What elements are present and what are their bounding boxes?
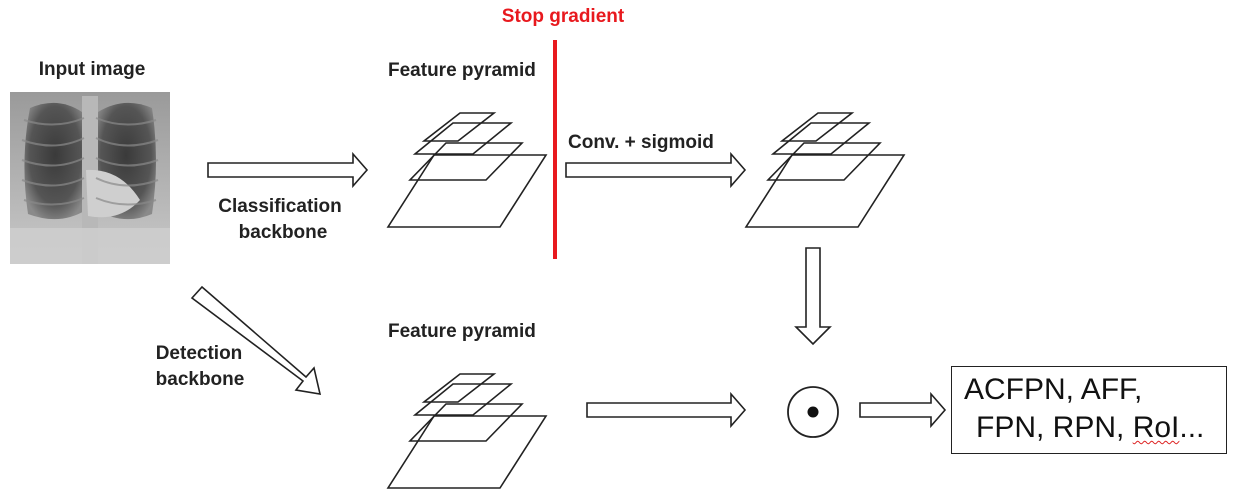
arrow-down-to-product <box>794 247 832 346</box>
arrow-detection-backbone <box>190 285 322 395</box>
feature-pyramid-bottom <box>386 373 548 489</box>
input-xray-image <box>10 92 170 264</box>
arrow-pyramid-to-product <box>586 391 747 429</box>
output-line-2c: ... <box>1179 411 1205 444</box>
output-modules-box: ACFPN, AFF, FPN, RPN, RoI... <box>951 366 1227 454</box>
input-image-label: Input image <box>38 59 146 80</box>
feature-pyramid-bottom-label: Feature pyramid <box>388 321 536 342</box>
arrow-classification-backbone <box>207 151 369 189</box>
arrow-product-to-output <box>859 391 947 429</box>
output-line-1: ACFPN, AFF, <box>964 373 1143 406</box>
classification-label: Classification <box>218 196 342 217</box>
conv-sigmoid-label: Conv. + sigmoid <box>568 132 714 153</box>
feature-pyramid-top-right <box>744 112 906 228</box>
stop-gradient-label: Stop gradient <box>501 6 625 27</box>
elementwise-product-icon <box>787 386 839 438</box>
output-line-2: FPN, RPN, RoI... <box>976 411 1204 445</box>
detection-label: Detection <box>155 343 243 364</box>
detection-backbone-label: backbone <box>155 369 245 390</box>
output-line-2a: FPN, RPN, <box>976 411 1133 444</box>
feature-pyramid-top-label: Feature pyramid <box>388 60 536 81</box>
output-roi: RoI <box>1132 411 1180 444</box>
feature-pyramid-top-left <box>386 112 548 228</box>
arrow-conv-sigmoid <box>565 151 747 189</box>
classification-backbone-label: backbone <box>238 222 328 243</box>
